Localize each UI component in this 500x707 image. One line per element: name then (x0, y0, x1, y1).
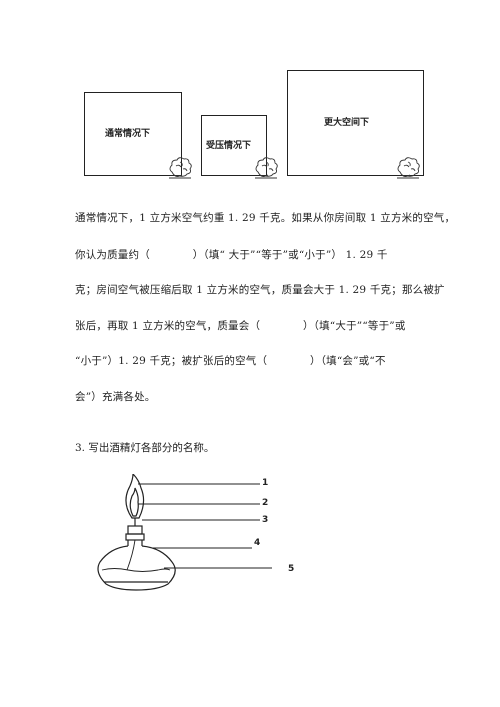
box-label-expanded: 更大空间下 (324, 118, 370, 128)
paragraph-line-1: 通常情况下，1 立方米空气约重 1. 29 千克。如果从你房间取 1 立方米的空… (75, 212, 456, 224)
paragraph-line-2: 你认为质量约（ ）（填“ 大于”“等于”或“小于”） 1. 29 千 (75, 249, 388, 261)
paragraph-line-6: 会”）充满各处。 (75, 391, 156, 403)
flame-inner (129, 487, 139, 517)
box-expanded: 更大空间下 (287, 70, 424, 176)
alcohol-lamp-diagram (97, 474, 272, 591)
lamp-label-5: 5 (288, 564, 295, 574)
lamp-label-4: 4 (254, 538, 261, 548)
lamp-label-2: 2 (262, 498, 269, 508)
bush-icon (397, 157, 420, 179)
paragraph-line-5: “小于”）1. 29 千克；被扩张后的空气（ ）（填“会”或“不 (75, 355, 386, 367)
paragraph-line-3: 克；房间空气被压缩后取 1 立方米的空气，质量会大于 1. 29 千克；那么被扩 (75, 284, 445, 296)
lamp-label-3: 3 (262, 515, 269, 525)
flame-outer (125, 474, 145, 519)
box-label-normal: 通常情况下 (105, 129, 151, 139)
bush-icon (169, 157, 192, 179)
question-title: 3. 写出酒精灯各部分的名称。 (75, 442, 215, 454)
paragraph-line-4: 张后，再取 1 立方米的空气，质量会（ ）（填“大于”“等于”或 (75, 320, 406, 332)
bush-icon (255, 157, 278, 179)
box-normal: 通常情况下 (84, 92, 182, 176)
box-compressed: 受压情况下 (201, 115, 267, 176)
box-label-compressed: 受压情况下 (206, 141, 252, 151)
lamp-label-1: 1 (262, 478, 269, 488)
